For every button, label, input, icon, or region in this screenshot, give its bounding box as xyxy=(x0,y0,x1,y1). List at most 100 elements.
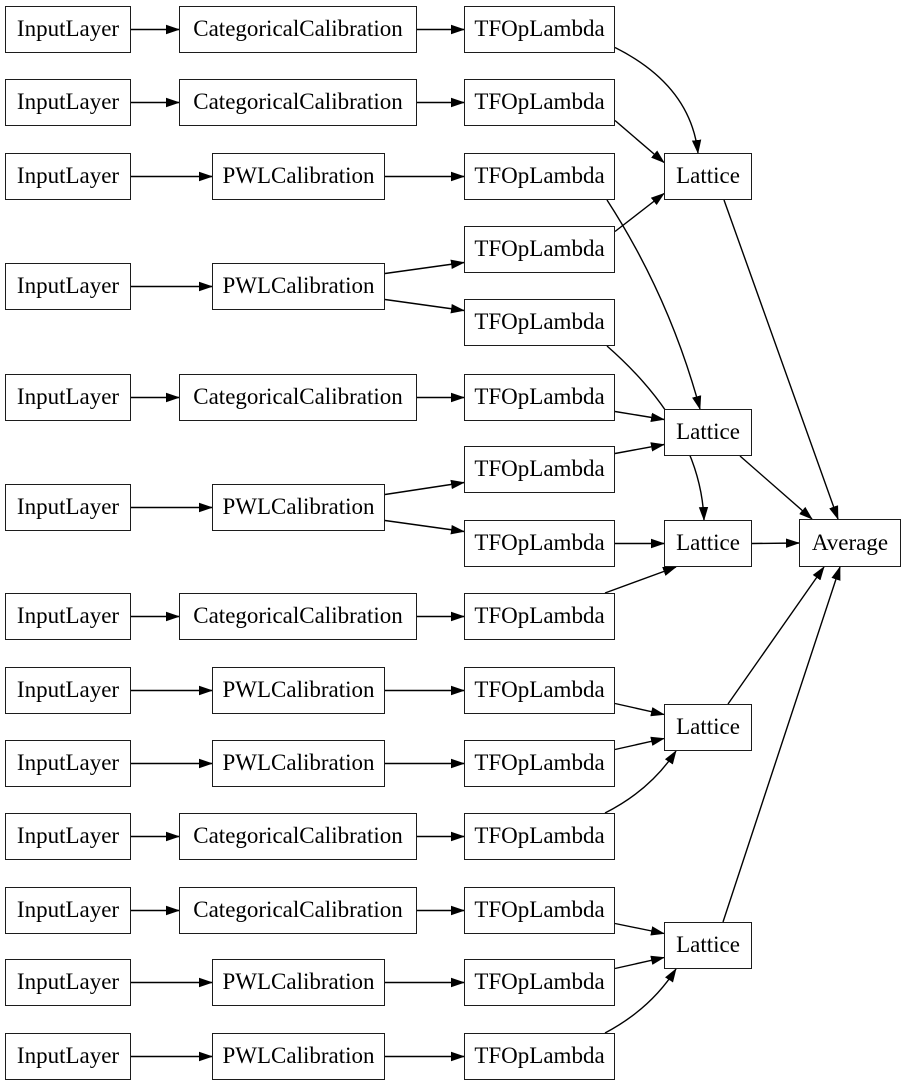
node-label: TFOpLambda xyxy=(474,969,605,994)
edge-pwl4-tfl5 xyxy=(384,298,465,314)
edge-tfl14-lat5 xyxy=(614,955,665,970)
edge-tfl2-lat1 xyxy=(614,119,665,164)
node-in2: InputLayer xyxy=(5,79,131,126)
edge-lat4-avg xyxy=(727,566,825,705)
node-label: Lattice xyxy=(676,530,740,555)
node-label: TFOpLambda xyxy=(474,89,605,114)
edge-tfl9-lat3 xyxy=(604,566,677,594)
node-tfl13: TFOpLambda xyxy=(464,887,615,934)
node-label: TFOpLambda xyxy=(474,236,605,261)
node-lat1: Lattice xyxy=(664,153,752,200)
node-cc11: CategoricalCalibration xyxy=(179,887,417,934)
node-pwl6: PWLCalibration xyxy=(212,484,385,531)
node-tfl2: TFOpLambda xyxy=(464,79,615,126)
node-label: CategoricalCalibration xyxy=(193,823,403,848)
node-label: TFOpLambda xyxy=(474,677,605,702)
node-label: InputLayer xyxy=(16,16,120,41)
node-in8: InputLayer xyxy=(5,667,131,714)
node-in13: InputLayer xyxy=(5,1033,131,1080)
node-label: CategoricalCalibration xyxy=(193,89,403,114)
node-label: PWLCalibration xyxy=(222,969,375,994)
node-in9: InputLayer xyxy=(5,740,131,787)
node-label: PWLCalibration xyxy=(222,677,375,702)
node-label: CategoricalCalibration xyxy=(193,16,403,41)
edge-lat1-avg xyxy=(723,199,839,520)
edge-lat5-avg xyxy=(722,566,841,923)
edge-tfl10-lat4 xyxy=(614,702,665,717)
node-label: Average xyxy=(811,529,889,555)
node-pwl12: PWLCalibration xyxy=(212,959,385,1006)
node-lat3: Lattice xyxy=(664,520,752,567)
node-label: TFOpLambda xyxy=(474,1043,605,1068)
edge-pwl6-tfl7 xyxy=(384,479,465,496)
node-tfl9: TFOpLambda xyxy=(464,593,615,640)
node-avg: Average xyxy=(799,519,901,567)
node-label: InputLayer xyxy=(16,89,120,114)
node-in7: InputLayer xyxy=(5,593,131,640)
node-label: InputLayer xyxy=(16,603,120,628)
edge-lat2-avg xyxy=(739,455,813,520)
edge-tfl15-lat5 xyxy=(604,968,677,1034)
node-pwl3: PWLCalibration xyxy=(212,153,385,200)
node-label: Lattice xyxy=(676,419,740,444)
node-label: Lattice xyxy=(676,163,740,188)
node-label: PWLCalibration xyxy=(222,273,375,298)
node-label: InputLayer xyxy=(16,1043,120,1068)
node-label: PWLCalibration xyxy=(222,494,375,519)
node-label: TFOpLambda xyxy=(474,163,605,188)
node-tfl11: TFOpLambda xyxy=(464,740,615,787)
node-in11: InputLayer xyxy=(5,887,131,934)
node-cc10: CategoricalCalibration xyxy=(179,813,417,860)
node-label: TFOpLambda xyxy=(474,750,605,775)
node-label: TFOpLambda xyxy=(474,530,605,555)
node-tfl14: TFOpLambda xyxy=(464,959,615,1006)
node-label: TFOpLambda xyxy=(474,16,605,41)
node-pwl9: PWLCalibration xyxy=(212,740,385,787)
node-in5: InputLayer xyxy=(5,374,131,421)
node-tfl4: TFOpLambda xyxy=(464,226,615,273)
edge-tfl12-lat4 xyxy=(604,750,677,814)
node-label: TFOpLambda xyxy=(474,456,605,481)
edge-pwl4-tfl4 xyxy=(384,259,465,275)
node-label: CategoricalCalibration xyxy=(193,897,403,922)
node-pwl13: PWLCalibration xyxy=(212,1033,385,1080)
node-label: Lattice xyxy=(676,714,740,739)
node-label: InputLayer xyxy=(16,677,120,702)
edge-pwl6-tfl8 xyxy=(384,519,465,535)
node-tfl12: TFOpLambda xyxy=(464,813,615,860)
node-in12: InputLayer xyxy=(5,959,131,1006)
node-label: TFOpLambda xyxy=(474,823,605,848)
edge-lat3-avg xyxy=(751,538,800,548)
node-cc5: CategoricalCalibration xyxy=(179,374,417,421)
node-pwl8: PWLCalibration xyxy=(212,667,385,714)
node-label: PWLCalibration xyxy=(222,750,375,775)
node-lat4: Lattice xyxy=(664,704,752,751)
node-label: PWLCalibration xyxy=(222,1043,375,1068)
node-tfl7: TFOpLambda xyxy=(464,446,615,493)
node-tfl1: TFOpLambda xyxy=(464,6,615,53)
edge-tfl11-lat4 xyxy=(614,736,665,751)
node-label: PWLCalibration xyxy=(222,163,375,188)
node-label: InputLayer xyxy=(16,273,120,298)
node-label: TFOpLambda xyxy=(474,897,605,922)
node-label: InputLayer xyxy=(16,494,120,519)
node-tfl8: TFOpLambda xyxy=(464,520,615,567)
node-label: InputLayer xyxy=(16,823,120,848)
node-in3: InputLayer xyxy=(5,153,131,200)
node-label: InputLayer xyxy=(16,163,120,188)
node-label: InputLayer xyxy=(16,897,120,922)
node-tfl6: TFOpLambda xyxy=(464,374,615,421)
node-label: Lattice xyxy=(676,932,740,957)
node-in6: InputLayer xyxy=(5,484,131,531)
node-label: TFOpLambda xyxy=(474,603,605,628)
node-lat5: Lattice xyxy=(664,922,752,969)
node-tfl3: TFOpLambda xyxy=(464,153,615,200)
edge-tfl1-lat1 xyxy=(614,46,702,154)
node-label: InputLayer xyxy=(16,750,120,775)
node-lat2: Lattice xyxy=(664,409,752,456)
node-tfl10: TFOpLambda xyxy=(464,667,615,714)
node-cc2: CategoricalCalibration xyxy=(179,79,417,126)
node-label: CategoricalCalibration xyxy=(193,384,403,409)
